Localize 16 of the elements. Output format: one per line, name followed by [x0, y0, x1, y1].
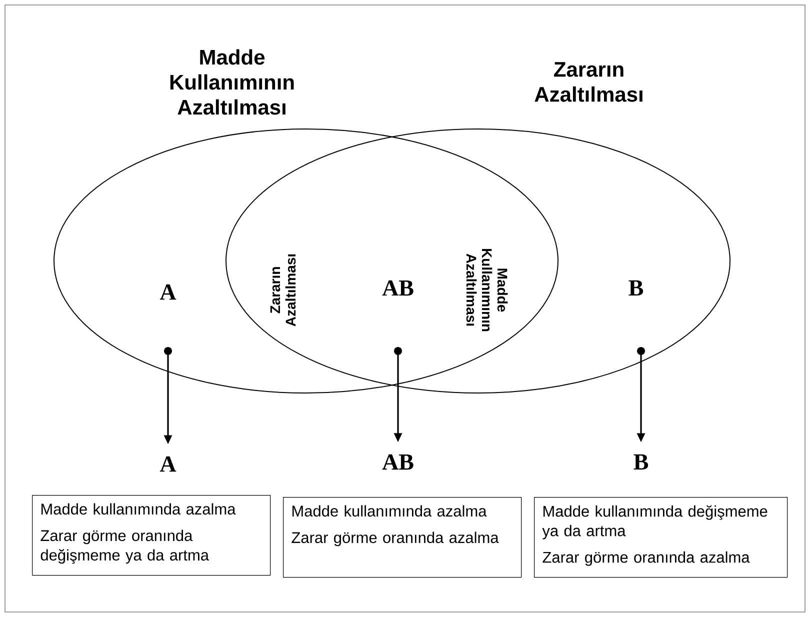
region-letter: AB: [382, 280, 414, 296]
dot: [164, 347, 172, 355]
region-letter: B: [628, 280, 644, 296]
region-letter: AB: [382, 454, 414, 470]
region-letter: A: [160, 284, 176, 300]
text-box: Madde kullanımında azalma Zarar görme oranında azalma: [283, 497, 522, 578]
text-box: Madde kullanımında değişmeme ya da artma Zarar görme oranında azalma: [534, 497, 788, 578]
text-box: Madde kullanımında azalma Zarar görme oranında değişmeme ya da artma: [32, 495, 271, 576]
rotated-label: Madde Kullanımının Azaltılması: [466, 248, 508, 332]
node-label: Zararın Azaltılması: [534, 62, 642, 102]
dot: [394, 347, 402, 355]
region-letter: A: [160, 456, 176, 472]
dot: [637, 347, 645, 355]
node-label: Madde Kullanımının Azaltılması: [170, 49, 294, 115]
region-letter: B: [634, 454, 648, 470]
rotated-label: Zararın Azaltılması: [270, 254, 296, 326]
